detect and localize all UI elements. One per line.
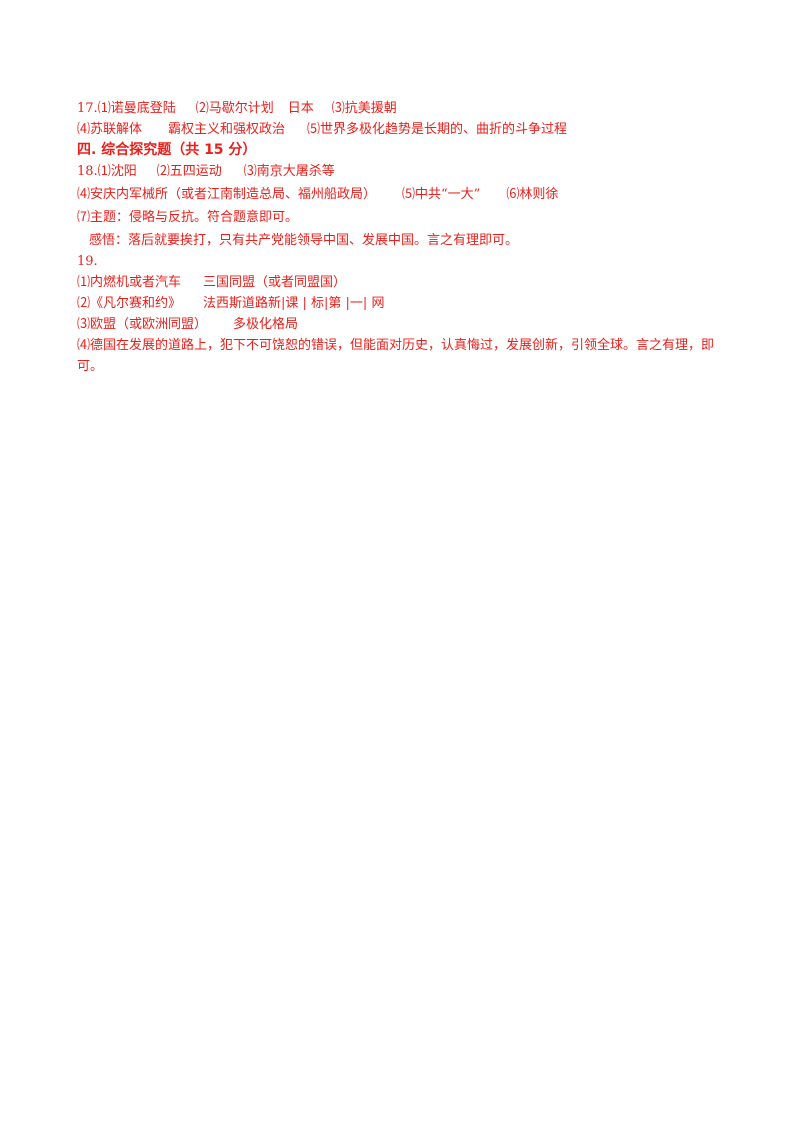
q17-answer-4-extra: 霸权主义和强权政治 — [168, 122, 286, 137]
q19-number: 19. — [77, 254, 98, 269]
q18-answer-7: ⑺主题：侵略与反抗。符合题意即可。 — [77, 210, 299, 225]
q17-answer-2: ⑵马歇尔计划 — [195, 101, 274, 116]
q17-answer-2-extra: 日本 — [287, 101, 314, 116]
q18-answer-4: ⑷安庆内军械所（或者江南制造总局、福州船政局） — [77, 187, 377, 202]
q17-answer-5: ⑸世界多极化趋势是长期的、曲折的斗争过程 — [307, 122, 568, 137]
q19-line-3: ⑶欧盟（或欧洲同盟） 多极化格局 — [77, 314, 737, 335]
q18-line-2: ⑷安庆内军械所（或者江南制造总局、福州船政局） ⑸中共“一大” ⑹林则徐 — [77, 184, 737, 205]
q17-answer-1: ⑴诺曼底登陆 — [97, 101, 176, 116]
q18-answer-1: ⑴沈阳 — [97, 164, 137, 179]
q19-answer-2-extra: 法西斯道路新|课 | 标|第 |一| 网 — [203, 296, 385, 311]
q19-answer-2: ⑵《凡尔赛和约》 — [77, 296, 182, 311]
q17-answer-4: ⑷苏联解体 — [77, 122, 143, 137]
q18-number: 18. — [77, 164, 98, 179]
q19-line-1: ⑴内燃机或者汽车 三国同盟（或者同盟国） — [77, 272, 737, 293]
q19-answer-4: ⑷德国在发展的道路上，犯下不可饶恕的错误，但能面对历史，认真悔过，发展创新，引领… — [77, 338, 715, 374]
q19-answer-3-extra: 多极化格局 — [233, 317, 299, 332]
q19-answer-1: ⑴内燃机或者汽车 — [77, 275, 182, 290]
q19-line-4: ⑷德国在发展的道路上，犯下不可饶恕的错误，但能面对历史，认真悔过，发展创新，引领… — [77, 335, 737, 377]
q19-number-line: 19. — [77, 251, 737, 272]
q19-line-2: ⑵《凡尔赛和约》 法西斯道路新|课 | 标|第 |一| 网 — [77, 293, 737, 314]
q18-answer-5: ⑸中共“一大” — [402, 187, 481, 202]
answer-page: 17. ⑴诺曼底登陆 ⑵马歇尔计划 日本 ⑶抗美援朝 ⑷苏联解体 霸权主义和强权… — [77, 98, 737, 377]
q17-number: 17. — [77, 101, 98, 116]
q18-answer-2: ⑵五四运动 — [156, 164, 222, 179]
section-heading: 四. 综合探究题（共 15 分） — [77, 142, 257, 158]
q17-line-2: ⑷苏联解体 霸权主义和强权政治 ⑸世界多极化趋势是长期的、曲折的斗争过程 — [77, 119, 737, 140]
q18-line-3: ⑺主题：侵略与反抗。符合题意即可。 — [77, 207, 737, 228]
q17-answer-3: ⑶抗美援朝 — [331, 101, 397, 116]
q19-answer-1-extra: 三国同盟（或者同盟国） — [203, 275, 347, 290]
q17-line-1: 17. ⑴诺曼底登陆 ⑵马歇尔计划 日本 ⑶抗美援朝 — [77, 98, 737, 119]
q18-answer-7-reflection: 感悟：落后就要挨打，只有共产党能领导中国、发展中国。言之有理即可。 — [89, 233, 519, 248]
q18-answer-3: ⑶南京大屠杀等 — [243, 164, 335, 179]
q19-answer-3: ⑶欧盟（或欧洲同盟） — [77, 317, 208, 332]
q18-line-1: 18. ⑴沈阳 ⑵五四运动 ⑶南京大屠杀等 — [77, 161, 737, 182]
q18-line-4: 感悟：落后就要挨打，只有共产党能领导中国、发展中国。言之有理即可。 — [77, 230, 737, 251]
q18-answer-6: ⑹林则徐 — [506, 187, 559, 202]
